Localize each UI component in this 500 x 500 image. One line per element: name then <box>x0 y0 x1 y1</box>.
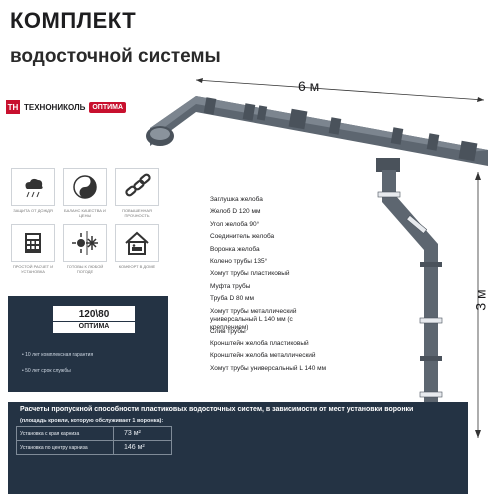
length-label: 6 м <box>298 78 320 94</box>
gutter <box>146 96 488 166</box>
brand-name: ТЕХНОНИКОЛЬ <box>24 102 86 112</box>
list-item: Заглушка желоба <box>210 196 263 203</box>
feature-caption: защита от дождя <box>13 208 53 213</box>
length-dimension-line <box>195 78 485 102</box>
yin-yang-icon <box>63 168 107 206</box>
feature-caption: готовы к любой погоде <box>66 264 104 274</box>
capacity-table: Установка с края карниза 73 м² Установка… <box>16 426 172 455</box>
table-row: Установка по центру карниза 146 м² <box>16 440 172 455</box>
feature-item: простой расчет и установка <box>10 224 56 274</box>
page-title: КОМПЛЕКТ <box>10 8 137 33</box>
climate-icon <box>63 224 107 262</box>
feature-item: комфорт в доме <box>114 224 160 274</box>
list-item: Кронштейн желоба металлический <box>210 352 316 360</box>
table-row: Установка с края карниза 73 м² <box>16 426 172 441</box>
capacity-row-label: Установка с края карниза <box>16 426 114 441</box>
series-panel: 120\80 ОПТИМА 10 лет комплексная гаранти… <box>8 296 168 392</box>
height-dimension-line <box>475 172 481 438</box>
list-item: Труба D 80 мм <box>210 295 254 303</box>
capacity-panel: Расчеты пропускной способности пластиков… <box>8 402 468 494</box>
list-item: Колено трубы 135° <box>210 257 268 265</box>
capacity-row-label: Установка по центру карниза <box>16 440 114 455</box>
capacity-row-value: 146 м² <box>113 440 172 455</box>
feature-caption: комфорт в доме <box>118 264 156 269</box>
list-item: Желоб D 120 мм <box>210 208 261 216</box>
feature-caption: повышенная прочность <box>122 208 152 218</box>
service-life-line: 50 лет срок службы <box>22 368 71 374</box>
capacity-subtitle: (площадь кровли, которую обслуживает 1 в… <box>20 418 164 424</box>
list-item: Слив трубы <box>210 327 246 335</box>
feature-item: защита от дождя <box>10 168 56 218</box>
capacity-row-value: 73 м² <box>113 426 172 441</box>
series-size: 120\80 <box>53 306 135 321</box>
brand-logo: ТН <box>6 100 20 114</box>
capacity-title: Расчеты пропускной способности пластиков… <box>20 406 414 413</box>
feature-item: готовы к любой погоде <box>62 224 108 274</box>
feature-caption: баланс качества и цены <box>64 208 106 218</box>
list-item: Угол желоба 90° <box>210 220 260 228</box>
calculator-icon <box>11 224 55 262</box>
warranty-line: 10 лет комплексная гарантия <box>22 352 93 358</box>
brand-badge: ОПТИМА <box>89 101 127 113</box>
list-item: Кронштейн желоба пластиковый <box>210 339 309 347</box>
house-icon <box>115 224 159 262</box>
list-item: Хомут трубы металлический универсальный … <box>210 307 297 331</box>
feature-item: баланс качества и цены <box>62 168 108 218</box>
feature-icons: защита от дождя баланс качества и цены п… <box>10 168 160 274</box>
height-label: 3 м <box>472 289 489 311</box>
rain-cloud-icon <box>11 168 55 206</box>
list-item: Хомут трубы универсальный L 140 мм <box>210 364 327 372</box>
series-tag: ОПТИМА <box>53 322 135 333</box>
parts-list: Заглушка желоба Желоб D 120 мм Угол жело… <box>210 196 330 377</box>
list-item: Хомут трубы пластиковый <box>210 270 290 278</box>
list-item: Муфта трубы <box>210 282 251 290</box>
feature-caption: простой расчет и установка <box>12 264 54 274</box>
brand-block: ТН ТЕХНОНИКОЛЬ ОПТИМА <box>6 100 127 114</box>
page-subtitle: водосточной системы <box>10 46 221 67</box>
chain-icon <box>115 168 159 206</box>
feature-item: повышенная прочность <box>114 168 160 218</box>
list-item: Воронка желоба <box>210 245 260 253</box>
list-item: Соединитель желоба <box>210 233 275 241</box>
